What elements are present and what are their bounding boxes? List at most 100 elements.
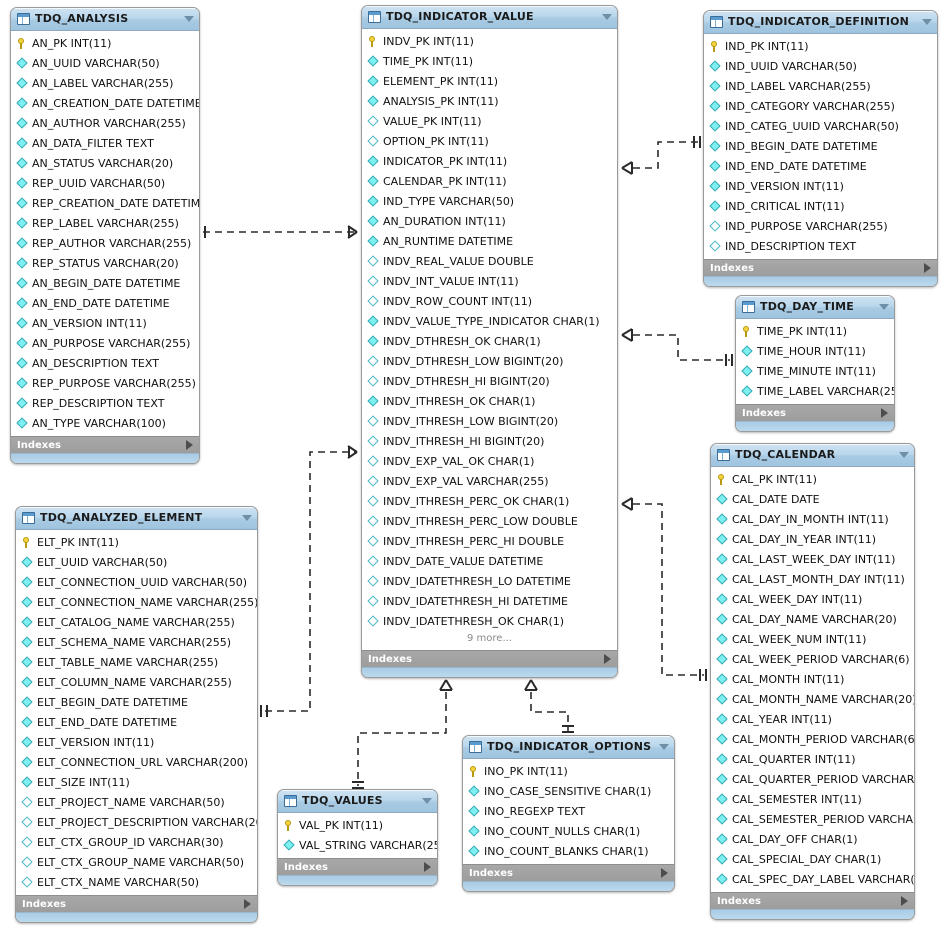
column-row[interactable]: CAL_LAST_MONTH_DAY INT(11) (711, 569, 914, 589)
column-row[interactable]: TIME_MINUTE INT(11) (736, 361, 894, 381)
column-row[interactable]: CAL_SPEC_DAY_LABEL VARCHAR(50) (711, 869, 914, 889)
column-row[interactable]: IND_UUID VARCHAR(50) (704, 56, 937, 76)
column-row[interactable]: IND_END_DATE DATETIME (704, 156, 937, 176)
column-row[interactable]: IND_LABEL VARCHAR(255) (704, 76, 937, 96)
column-row[interactable]: INDV_INT_VALUE INT(11) (362, 271, 617, 291)
column-row[interactable]: CAL_SPECIAL_DAY CHAR(1) (711, 849, 914, 869)
column-row[interactable]: INO_REGEXP TEXT (463, 801, 674, 821)
column-row[interactable]: ELT_CONNECTION_URL VARCHAR(200) (16, 752, 257, 772)
column-row[interactable]: INDV_ITHRESH_OK CHAR(1) (362, 391, 617, 411)
column-row[interactable]: AN_TYPE VARCHAR(100) (11, 413, 199, 433)
entity-header[interactable]: TDQ_ANALYZED_ELEMENT (16, 507, 257, 530)
column-row[interactable]: AN_DATA_FILTER TEXT (11, 133, 199, 153)
column-row[interactable]: ELT_CONNECTION_NAME VARCHAR(255) (16, 592, 257, 612)
column-row[interactable]: AN_DESCRIPTION TEXT (11, 353, 199, 373)
column-row[interactable]: ELT_PK INT(11) (16, 532, 257, 552)
column-row[interactable]: CAL_MONTH INT(11) (711, 669, 914, 689)
column-row[interactable]: ELT_UUID VARCHAR(50) (16, 552, 257, 572)
column-row[interactable]: CAL_DAY_IN_YEAR INT(11) (711, 529, 914, 549)
entity-header[interactable]: TDQ_DAY_TIME (736, 296, 894, 319)
column-row[interactable]: ELT_PROJECT_NAME VARCHAR(50) (16, 792, 257, 812)
column-row[interactable]: INDV_IDATETHRESH_OK CHAR(1) (362, 611, 617, 631)
column-row[interactable]: AN_AUTHOR VARCHAR(255) (11, 113, 199, 133)
column-row[interactable]: IND_TYPE VARCHAR(50) (362, 191, 617, 211)
column-row[interactable]: INDV_ITHRESH_LOW BIGINT(20) (362, 411, 617, 431)
column-row[interactable]: ELT_SIZE INT(11) (16, 772, 257, 792)
column-row[interactable]: INO_COUNT_BLANKS CHAR(1) (463, 841, 674, 861)
chevron-right-icon[interactable] (424, 862, 431, 872)
column-row[interactable]: ELT_CONNECTION_UUID VARCHAR(50) (16, 572, 257, 592)
column-row[interactable]: OPTION_PK INT(11) (362, 131, 617, 151)
column-row[interactable]: CAL_WEEK_DAY INT(11) (711, 589, 914, 609)
column-row[interactable]: CAL_YEAR INT(11) (711, 709, 914, 729)
column-row[interactable]: CALENDAR_PK INT(11) (362, 171, 617, 191)
column-row[interactable]: INDV_ITHRESH_PERC_HI DOUBLE (362, 531, 617, 551)
column-row[interactable]: TIME_PK INT(11) (736, 321, 894, 341)
indexes-section[interactable]: Indexes (278, 858, 437, 875)
column-row[interactable]: ELEMENT_PK INT(11) (362, 71, 617, 91)
column-row[interactable]: CAL_SEMESTER_PERIOD VARCHAR(6) (711, 809, 914, 829)
indexes-section[interactable]: Indexes (362, 650, 617, 667)
column-row[interactable]: TIME_LABEL VARCHAR(255) (736, 381, 894, 401)
chevron-right-icon[interactable] (244, 899, 251, 909)
column-row[interactable]: REP_UUID VARCHAR(50) (11, 173, 199, 193)
column-row[interactable]: IND_CATEG_UUID VARCHAR(50) (704, 116, 937, 136)
entity-header[interactable]: TDQ_VALUES (278, 790, 437, 813)
chevron-down-icon[interactable] (899, 452, 909, 458)
column-row[interactable]: TIME_HOUR INT(11) (736, 341, 894, 361)
column-row[interactable]: INDV_DTHRESH_LOW BIGINT(20) (362, 351, 617, 371)
column-row[interactable]: INO_COUNT_NULLS CHAR(1) (463, 821, 674, 841)
column-row[interactable]: CAL_QUARTER INT(11) (711, 749, 914, 769)
chevron-down-icon[interactable] (879, 304, 889, 310)
column-row[interactable]: INDV_REAL_VALUE DOUBLE (362, 251, 617, 271)
chevron-down-icon[interactable] (922, 19, 932, 25)
column-row[interactable]: ELT_COLUMN_NAME VARCHAR(255) (16, 672, 257, 692)
column-row[interactable]: AN_CREATION_DATE DATETIME (11, 93, 199, 113)
entity-header[interactable]: TDQ_INDICATOR_VALUE (362, 6, 617, 29)
column-row[interactable]: CAL_WEEK_PERIOD VARCHAR(6) (711, 649, 914, 669)
column-row[interactable]: INDV_EXP_VAL_OK CHAR(1) (362, 451, 617, 471)
column-row[interactable]: INDV_DTHRESH_HI BIGINT(20) (362, 371, 617, 391)
chevron-right-icon[interactable] (881, 408, 888, 418)
column-row[interactable]: INDV_ROW_COUNT INT(11) (362, 291, 617, 311)
entity-header[interactable]: TDQ_INDICATOR_OPTIONS (463, 736, 674, 759)
column-row[interactable]: VAL_STRING VARCHAR(255) (278, 835, 437, 855)
column-row[interactable]: IND_CRITICAL INT(11) (704, 196, 937, 216)
column-row[interactable]: REP_STATUS VARCHAR(20) (11, 253, 199, 273)
column-row[interactable]: INO_CASE_SENSITIVE CHAR(1) (463, 781, 674, 801)
column-row[interactable]: ELT_SCHEMA_NAME VARCHAR(255) (16, 632, 257, 652)
indexes-section[interactable]: Indexes (11, 436, 199, 453)
column-row[interactable]: INDV_VALUE_TYPE_INDICATOR CHAR(1) (362, 311, 617, 331)
column-row[interactable]: INO_PK INT(11) (463, 761, 674, 781)
chevron-down-icon[interactable] (602, 14, 612, 20)
indexes-section[interactable]: Indexes (463, 864, 674, 881)
column-row[interactable]: ELT_CATALOG_NAME VARCHAR(255) (16, 612, 257, 632)
chevron-down-icon[interactable] (184, 16, 194, 22)
column-row[interactable]: ANALYSIS_PK INT(11) (362, 91, 617, 111)
column-row[interactable]: IND_CATEGORY VARCHAR(255) (704, 96, 937, 116)
entity-header[interactable]: TDQ_ANALYSIS (11, 8, 199, 31)
more-columns-label[interactable]: 9 more... (467, 633, 512, 644)
column-row[interactable]: AN_PURPOSE VARCHAR(255) (11, 333, 199, 353)
column-row[interactable]: AN_LABEL VARCHAR(255) (11, 73, 199, 93)
entity-header[interactable]: TDQ_INDICATOR_DEFINITION (704, 11, 937, 34)
column-row[interactable]: VALUE_PK INT(11) (362, 111, 617, 131)
column-row[interactable]: TIME_PK INT(11) (362, 51, 617, 71)
column-row[interactable]: AN_PK INT(11) (11, 33, 199, 53)
column-row[interactable]: AN_UUID VARCHAR(50) (11, 53, 199, 73)
column-row[interactable]: IND_BEGIN_DATE DATETIME (704, 136, 937, 156)
column-row[interactable]: CAL_MONTH_NAME VARCHAR(20) (711, 689, 914, 709)
column-row[interactable]: CAL_DAY_IN_MONTH INT(11) (711, 509, 914, 529)
column-row[interactable]: ELT_VERSION INT(11) (16, 732, 257, 752)
column-row[interactable]: AN_DURATION INT(11) (362, 211, 617, 231)
column-row[interactable]: REP_DESCRIPTION TEXT (11, 393, 199, 413)
column-row[interactable]: CAL_SEMESTER INT(11) (711, 789, 914, 809)
column-row[interactable]: ELT_TABLE_NAME VARCHAR(255) (16, 652, 257, 672)
column-row[interactable]: AN_RUNTIME DATETIME (362, 231, 617, 251)
chevron-right-icon[interactable] (661, 868, 668, 878)
chevron-right-icon[interactable] (604, 654, 611, 664)
column-row[interactable]: INDICATOR_PK INT(11) (362, 151, 617, 171)
